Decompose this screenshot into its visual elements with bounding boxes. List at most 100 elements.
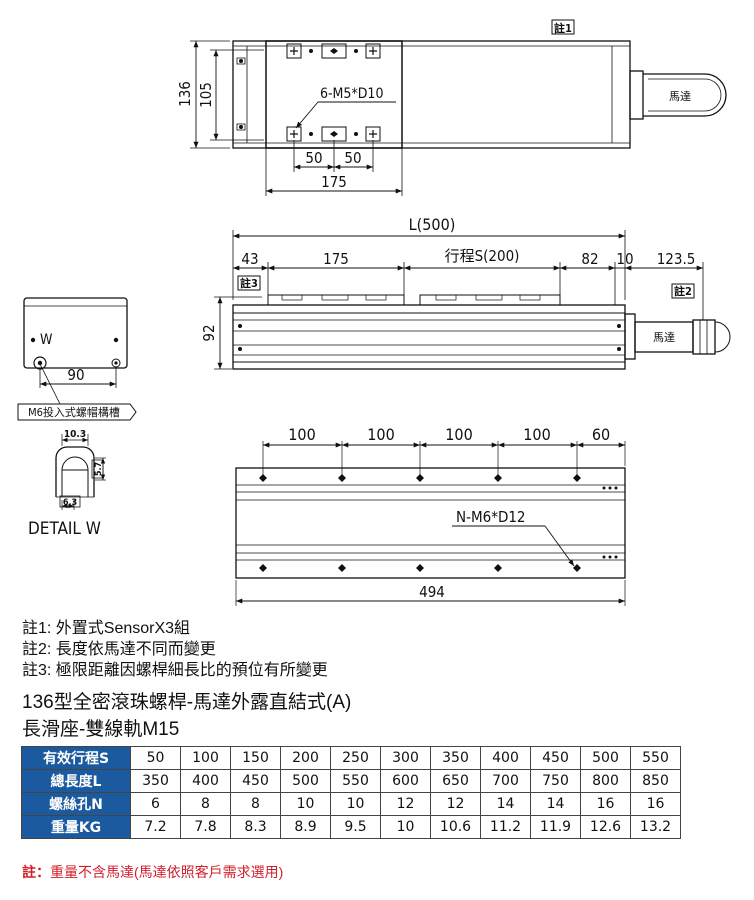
table-cell: 14 xyxy=(530,792,581,816)
note-2: 註2: 長度依馬達不同而變更 xyxy=(22,641,216,658)
dim-123-5: 123.5 xyxy=(657,250,696,268)
table-cell: 10.6 xyxy=(430,815,481,839)
table-cell: 500 xyxy=(580,746,631,770)
table-cell: 12.6 xyxy=(580,815,631,839)
dim-6-3: 6.3 xyxy=(63,498,77,508)
table-cell: 6 xyxy=(130,792,181,816)
table-cell: 8 xyxy=(180,792,231,816)
notes: 註1: 外置式SensorX3組 註2: 長度依馬達不同而變更 註3: 極限距離… xyxy=(22,618,328,681)
dim-175-top: 175 xyxy=(321,173,347,191)
table-cell: 550 xyxy=(630,746,681,770)
dim-105: 105 xyxy=(197,82,215,108)
table-cell: 450 xyxy=(230,769,281,793)
table-cell: 11.9 xyxy=(530,815,581,839)
dim-5-7: 5.7 xyxy=(94,462,104,476)
table-cell: 450 xyxy=(530,746,581,770)
dim-43: 43 xyxy=(241,250,258,268)
end-dim-60: 60 xyxy=(592,425,610,444)
pitch-2: 100 xyxy=(367,425,394,444)
note-tag-3: 註3 xyxy=(240,276,258,290)
table-cell: 800 xyxy=(580,769,631,793)
dim-50-a: 50 xyxy=(305,149,322,167)
table-cell: 750 xyxy=(530,769,581,793)
row-label: 總長度L xyxy=(21,769,131,793)
table-cell: 850 xyxy=(630,769,681,793)
table-cell: 500 xyxy=(280,769,331,793)
top-view-labels: 註1 136 105 6-M5*D10 50 50 175 馬達 xyxy=(176,21,691,191)
note-1: 註1: 外置式SensorX3組 xyxy=(22,620,191,637)
dim-136: 136 xyxy=(176,81,194,107)
table-cell: 8.3 xyxy=(230,815,281,839)
table-cell: 150 xyxy=(230,746,281,770)
table-cell: 250 xyxy=(330,746,381,770)
footnote: 註：重量不含馬達(馬達依照客戶需求選用) xyxy=(22,862,283,882)
dim-90: 90 xyxy=(67,366,84,384)
side-view xyxy=(214,230,731,370)
table-cell: 10 xyxy=(280,792,331,816)
end-view-dots xyxy=(30,337,119,366)
table-cell: 10 xyxy=(330,792,381,816)
hole-callout-top: 6-M5*D10 xyxy=(320,86,383,102)
pitch-4: 100 xyxy=(523,425,550,444)
w-label: W xyxy=(40,332,53,348)
footnote-text: 重量不含馬達(馬達依照客戶需求選用) xyxy=(50,864,284,880)
dim-175-side: 175 xyxy=(323,250,349,268)
table-cell: 16 xyxy=(630,792,681,816)
end-view xyxy=(17,297,137,421)
table-cell: 8 xyxy=(230,792,281,816)
footnote-lead: 註： xyxy=(22,864,50,880)
table-cell: 12 xyxy=(380,792,431,816)
row-label: 重量KG xyxy=(21,815,131,839)
table-cell: 600 xyxy=(380,769,431,793)
table-cell: 7.8 xyxy=(180,815,231,839)
side-view-fasteners xyxy=(238,324,621,351)
bottom-view-holes xyxy=(259,474,618,572)
table-cell: 100 xyxy=(180,746,231,770)
bottom-view-labels: 100 100 100 100 60 N-M6*D12 494 xyxy=(288,425,610,601)
table-cell: 7.2 xyxy=(130,815,181,839)
side-view-labels: L(500) 43 175 行程S(200) 82 10 123.5 註3 註2… xyxy=(200,215,695,344)
dim-10: 10 xyxy=(616,250,633,268)
dim-10-3: 10.3 xyxy=(64,429,86,440)
table-cell: 16 xyxy=(580,792,631,816)
note-3: 註3: 極限距離因螺桿細長比的預位有所變更 xyxy=(22,662,328,679)
dim-494: 494 xyxy=(419,583,445,601)
table-cell: 350 xyxy=(430,746,481,770)
table-cell: 13.2 xyxy=(630,815,681,839)
top-view-hole-crosses xyxy=(239,47,377,138)
top-view xyxy=(190,19,727,196)
table-cell: 400 xyxy=(180,769,231,793)
motor-label-side: 馬達 xyxy=(653,331,675,344)
table-cell: 8.9 xyxy=(280,815,331,839)
product-subtitle: 長滑座-雙線軌M15 xyxy=(22,719,180,740)
slot-label: M6投入式螺帽構槽 xyxy=(28,405,120,419)
end-view-labels: W 90 M6投入式螺帽構槽 xyxy=(28,332,120,419)
table-cell: 12 xyxy=(430,792,481,816)
detail-w xyxy=(55,434,106,510)
hole-callout-bottom: N-M6*D12 xyxy=(456,508,526,526)
detail-title: DETAIL W xyxy=(28,519,101,539)
note-tag-2: 註2 xyxy=(674,284,692,298)
table-cell: 650 xyxy=(430,769,481,793)
dim-92: 92 xyxy=(200,324,218,341)
table-cell: 14 xyxy=(480,792,531,816)
engineering-drawing: 註1 136 105 6-M5*D10 50 50 175 馬達 xyxy=(17,19,731,606)
table-cell: 10 xyxy=(380,815,431,839)
detail-w-labels: 10.3 5.7 6.3 DETAIL W xyxy=(28,429,104,539)
note-tag-1: 註1 xyxy=(554,21,572,35)
pitch-3: 100 xyxy=(445,425,472,444)
product-title: 136型全密滾珠螺桿-馬達外露直結式(A) xyxy=(22,692,352,713)
row-label: 螺絲孔N xyxy=(21,792,131,816)
table-cell: 9.5 xyxy=(330,815,381,839)
table-cell: 700 xyxy=(480,769,531,793)
dim-L: L(500) xyxy=(409,215,456,234)
table-cell: 550 xyxy=(330,769,381,793)
table-cell: 50 xyxy=(130,746,181,770)
motor-label-top: 馬達 xyxy=(669,90,691,103)
table-cell: 11.2 xyxy=(480,815,531,839)
